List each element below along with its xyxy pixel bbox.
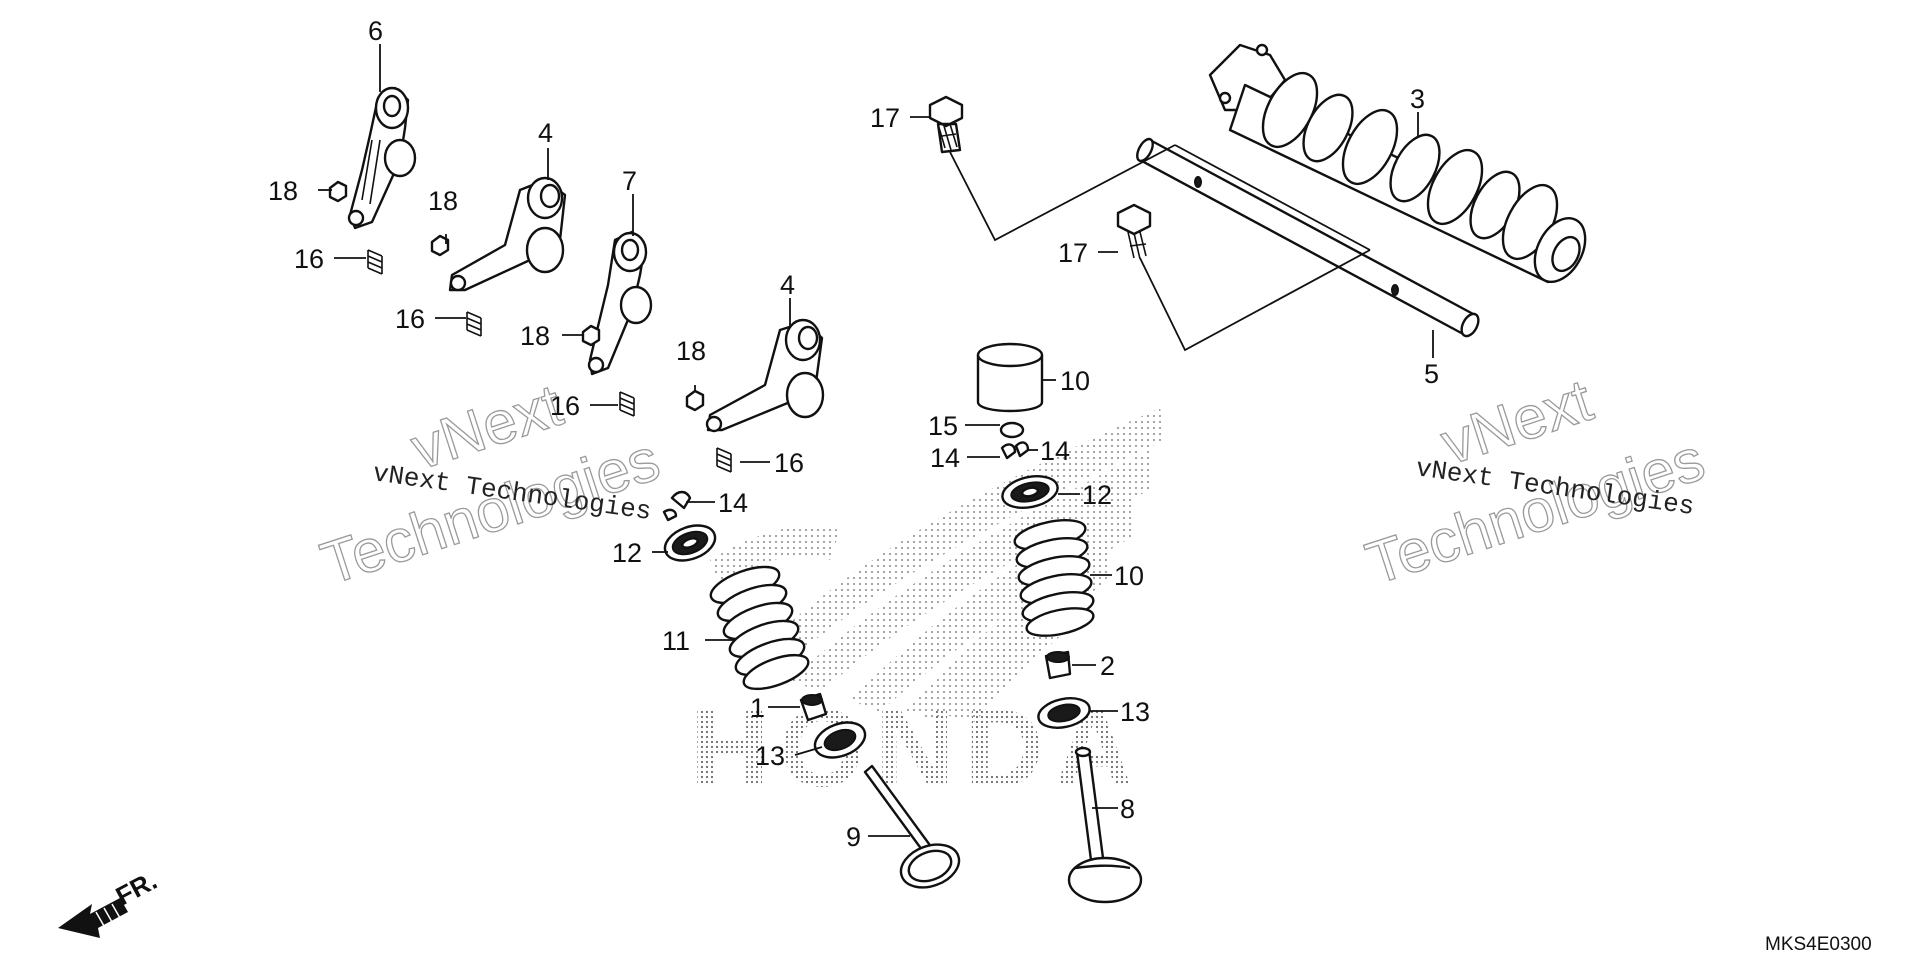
cotter-14-left bbox=[662, 490, 692, 522]
callout-4: 4 bbox=[780, 270, 795, 300]
callout-17: 17 bbox=[1058, 238, 1088, 268]
spring-11-left bbox=[709, 565, 810, 691]
adjust-screw-16-b bbox=[466, 311, 482, 337]
valve-7-intake bbox=[1067, 746, 1143, 904]
callout-14: 14 bbox=[718, 488, 748, 518]
adjust-screw-16-a bbox=[367, 249, 383, 275]
front-arrow-icon: FR. bbox=[58, 865, 162, 938]
callout-17: 17 bbox=[870, 103, 900, 133]
callout-7: 8 bbox=[1120, 794, 1135, 824]
callout-16: 16 bbox=[774, 448, 804, 478]
callout-6: 5 bbox=[1424, 359, 1439, 389]
callout-leaders bbox=[318, 44, 1434, 837]
adjust-screw-16-d bbox=[716, 447, 732, 473]
drawing-code: MKS4E0300 bbox=[1765, 934, 1872, 955]
callout-14: 14 bbox=[930, 443, 960, 473]
nut-18-a bbox=[328, 180, 348, 203]
rocker-arm-4-right bbox=[705, 318, 825, 433]
callout-18: 18 bbox=[428, 186, 458, 216]
callout-15: 15 bbox=[928, 411, 958, 441]
watermark-right: vNext Technologies vNext Technologies bbox=[1358, 365, 1713, 598]
nut-18-c bbox=[581, 324, 601, 347]
valve-8-exhaust bbox=[863, 764, 961, 889]
callout-16: 16 bbox=[395, 304, 425, 334]
callout-16: 16 bbox=[550, 391, 580, 421]
stem-seal-1 bbox=[799, 692, 828, 722]
shim-15 bbox=[999, 421, 1025, 439]
callout-18: 18 bbox=[268, 176, 298, 206]
spring-seat-13-left bbox=[813, 721, 867, 759]
adjust-screw-16-c bbox=[619, 391, 635, 417]
callout-9: 10 bbox=[1060, 366, 1090, 396]
callout-3: 3 bbox=[1410, 84, 1425, 114]
rocker-arm-5-right bbox=[587, 230, 653, 376]
callout-1: 1 bbox=[750, 693, 765, 723]
retainer-12-right bbox=[1001, 475, 1059, 509]
nut-18-d bbox=[685, 389, 705, 412]
callout-5: 6 bbox=[368, 16, 383, 46]
callout-10: 10 bbox=[1114, 561, 1144, 591]
callout-12: 12 bbox=[612, 538, 642, 568]
callout-16: 16 bbox=[294, 244, 324, 274]
cotter-14-right bbox=[1000, 441, 1030, 460]
callout-2: 2 bbox=[1100, 651, 1115, 681]
bolt-17-lower bbox=[1116, 203, 1152, 260]
rocker-arm-4-left bbox=[448, 176, 567, 292]
callout-8: 9 bbox=[846, 822, 861, 852]
callout-12: 12 bbox=[1082, 480, 1112, 510]
callout-13: 13 bbox=[755, 741, 785, 771]
camshaft bbox=[1208, 43, 1587, 284]
callout-13: 13 bbox=[1120, 697, 1150, 727]
spring-seat-13-right bbox=[1037, 697, 1091, 729]
callout-14: 14 bbox=[1040, 436, 1070, 466]
rocker-arm-5-left bbox=[347, 86, 417, 230]
spring-10-right bbox=[1013, 519, 1095, 637]
tappet-9 bbox=[976, 342, 1044, 413]
callout-5: 7 bbox=[622, 166, 637, 196]
callout-18: 18 bbox=[676, 336, 706, 366]
callout-4: 4 bbox=[538, 118, 553, 148]
nut-18-b bbox=[430, 234, 450, 257]
callout-labels: 6 18 16 4 18 16 7 18 16 4 18 16 14 12 11… bbox=[268, 16, 1439, 852]
bolt-17-upper bbox=[928, 95, 964, 154]
rocker-shaft bbox=[1136, 137, 1480, 338]
bolt-leader-lines bbox=[949, 144, 1371, 352]
retainer-12-left bbox=[663, 524, 717, 562]
stem-seal-2 bbox=[1044, 650, 1072, 680]
callout-18: 18 bbox=[520, 321, 550, 351]
callout-11: 11 bbox=[662, 626, 690, 656]
